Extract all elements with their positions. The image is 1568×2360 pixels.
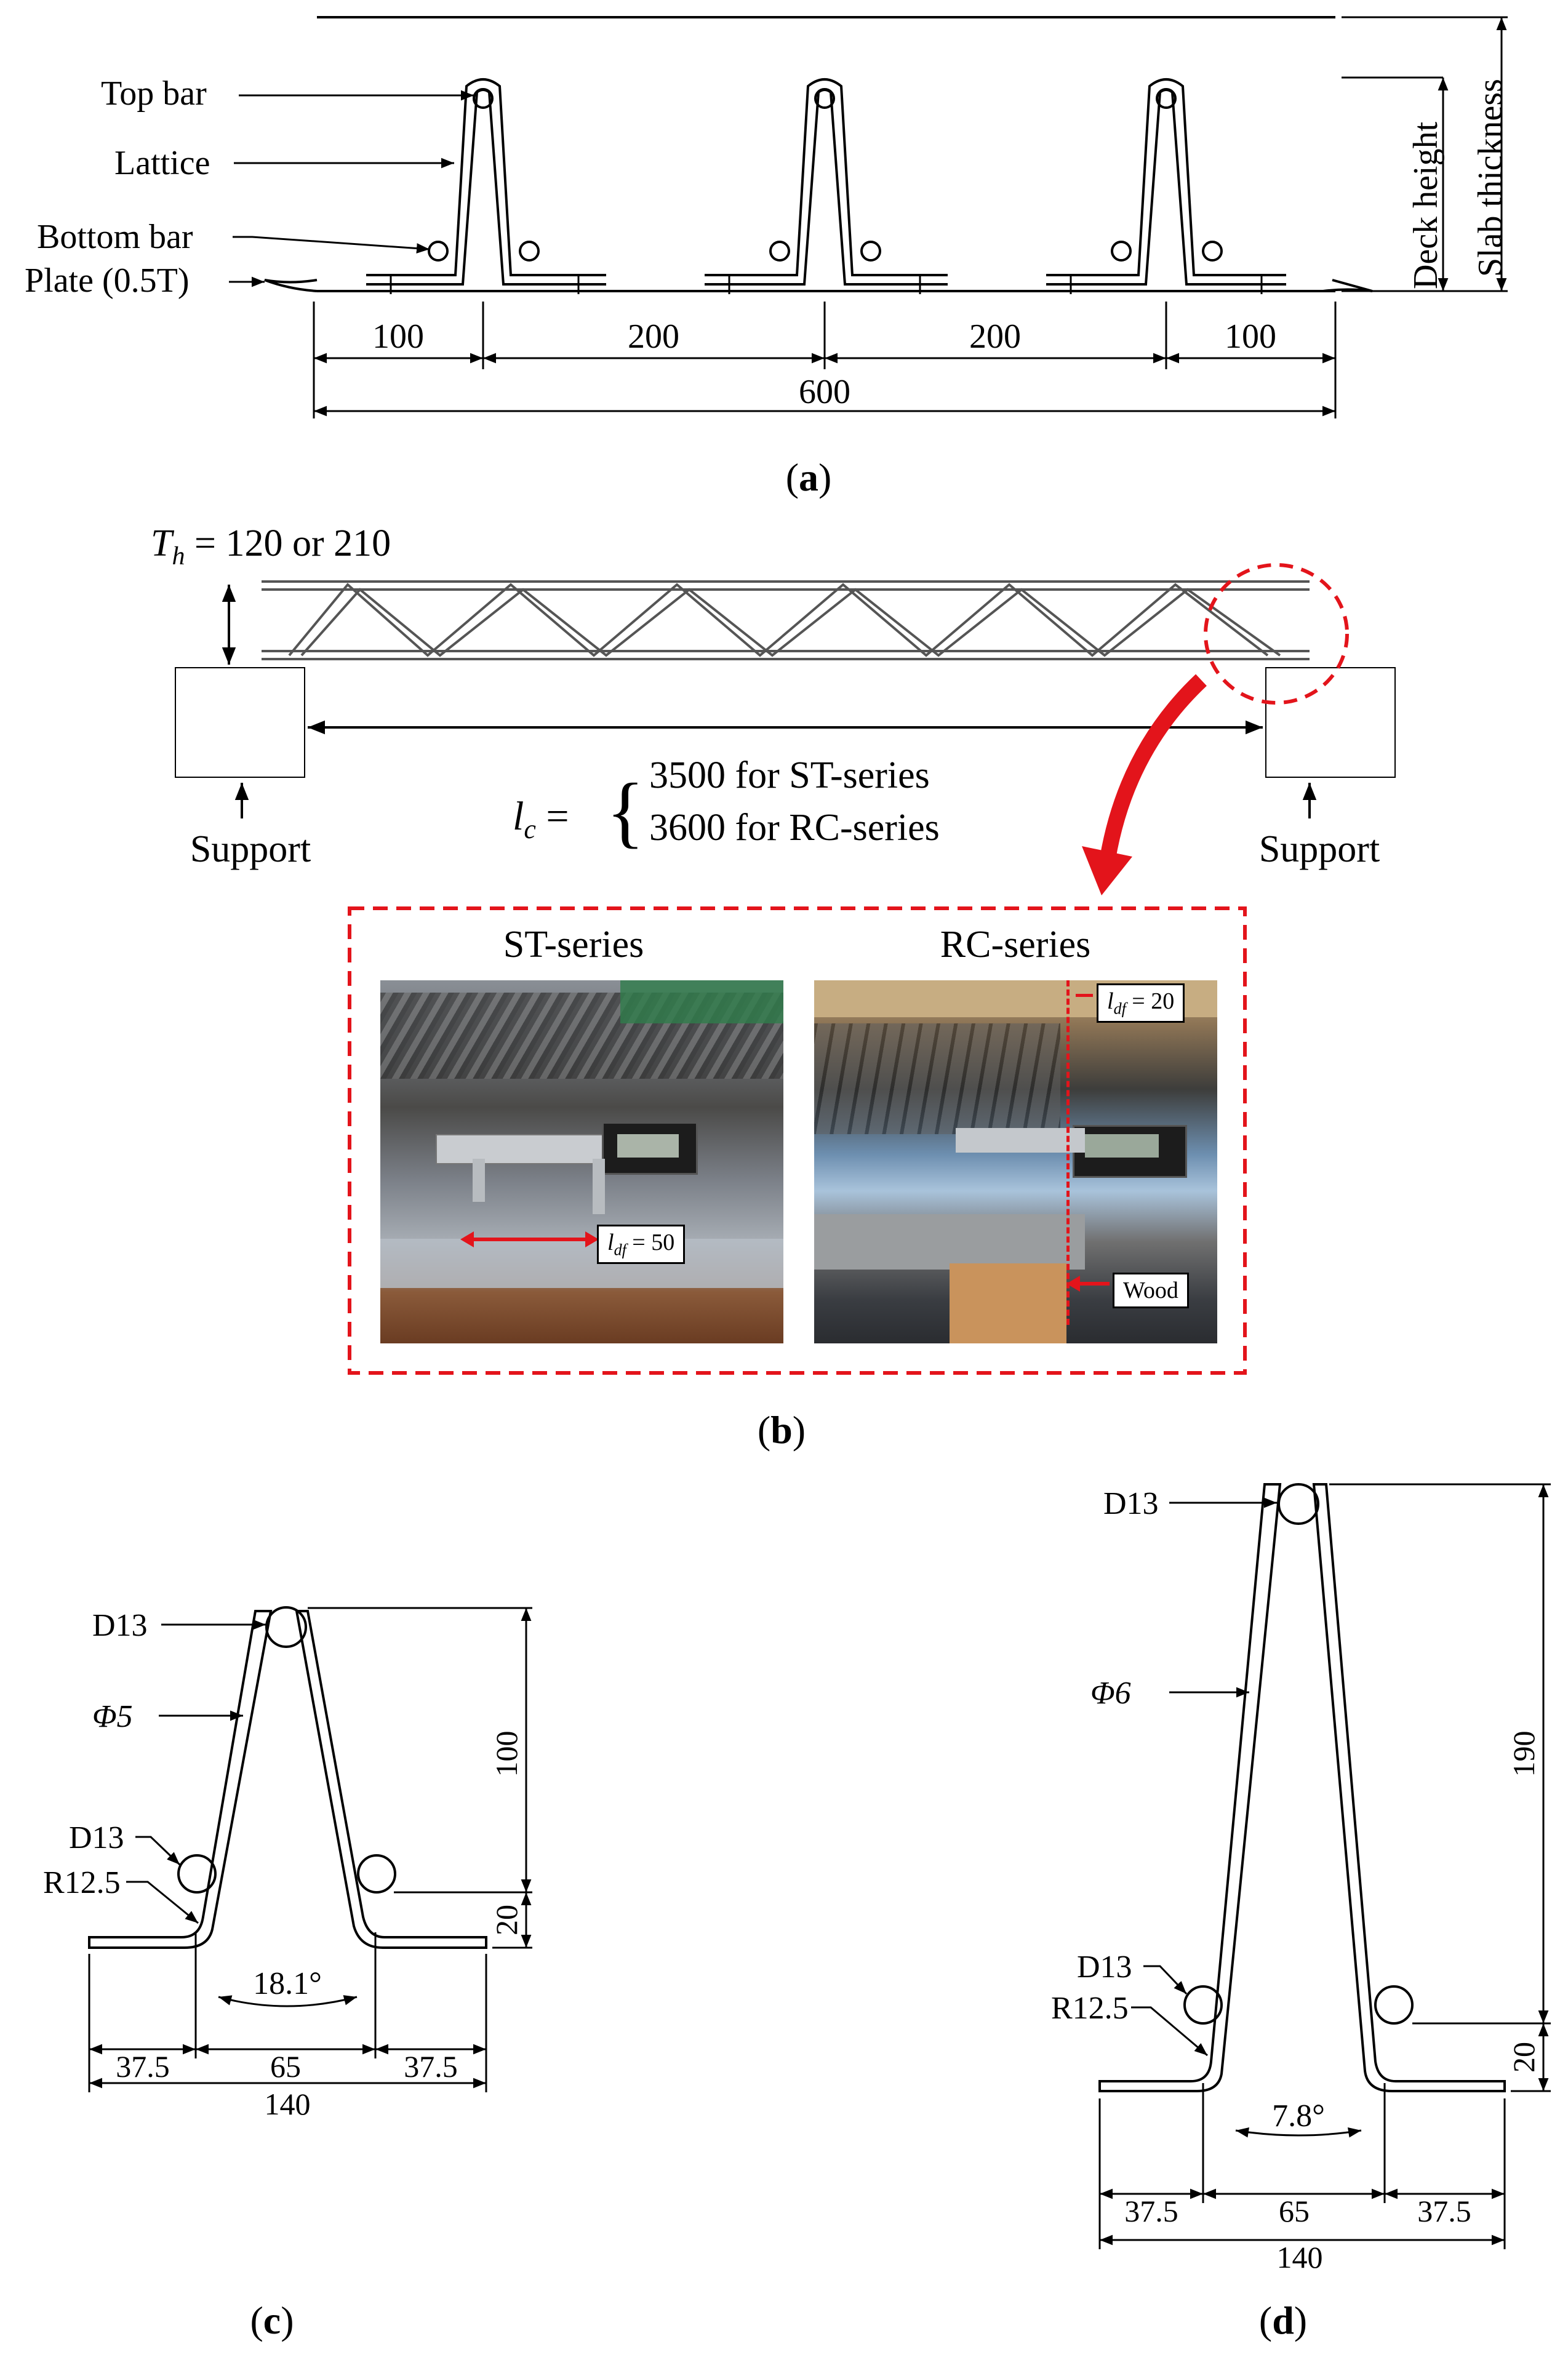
caption-c: (c) — [250, 2298, 294, 2342]
dim-d-height: 190 — [1506, 1731, 1541, 1777]
caption-d: (d) — [1259, 2298, 1307, 2342]
label-c-radius: R12.5 — [43, 1865, 121, 1900]
lc-brace: { — [606, 767, 644, 856]
plate-right-hook — [1322, 279, 1373, 292]
label-lattice: Lattice — [114, 144, 210, 182]
detail-circle — [1204, 563, 1349, 705]
label-th: Th = 120 or 210 — [151, 522, 391, 570]
dim-a-4: 100 — [1225, 318, 1276, 356]
bottom-bar-right — [357, 1854, 396, 1894]
dim-c-1: 37.5 — [116, 2049, 170, 2084]
detail-arrow — [1100, 674, 1207, 860]
dim-a-total: 600 — [799, 373, 850, 411]
dim-d-3: 37.5 — [1417, 2194, 1471, 2228]
label-d-top-bar: D13 — [1103, 1486, 1159, 1521]
panel-b: Support Support Th = 120 or 210 lc = { 3… — [151, 522, 1396, 1452]
label-d-bottom-bar: D13 — [1077, 1950, 1132, 1985]
label-c-bottom-bar: D13 — [69, 1820, 124, 1855]
dim-a-3: 200 — [969, 318, 1021, 356]
label-c-lattice: Φ5 — [92, 1699, 133, 1734]
bottom-bar-circle — [519, 241, 540, 262]
label-support-left: Support — [190, 828, 311, 870]
ldf-rc-tag: ldf = 20 — [1097, 983, 1185, 1023]
truss-unit-2 — [705, 78, 948, 294]
lattice-left-leg — [88, 1610, 273, 1949]
lc-line-1: 3500 for ST-series — [649, 754, 930, 796]
dim-d-base: 20 — [1506, 2042, 1541, 2073]
bottom-bar-left-d — [1183, 1985, 1223, 2025]
truss-web — [288, 583, 1269, 657]
lc-line-2: 3600 for RC-series — [649, 807, 940, 849]
dim-c-3: 37.5 — [404, 2049, 458, 2084]
angle-arc-d — [1235, 2127, 1362, 2138]
label-lc: lc = — [513, 794, 569, 844]
label-d-radius: R12.5 — [1051, 1991, 1129, 2026]
ldf-st-tag: ldf = 50 — [597, 1225, 686, 1264]
top-bar-d13 — [265, 1606, 307, 1648]
dim-d-1: 37.5 — [1124, 2194, 1178, 2228]
panel-a: Top bar Lattice Bottom bar Plate (0.5T) … — [25, 16, 1510, 499]
bottom-bar-leader — [233, 236, 430, 254]
support-left — [175, 667, 305, 778]
photo-rc-title: RC-series — [940, 924, 1091, 966]
caption-a: (a) — [786, 455, 832, 499]
dim-c-height: 100 — [489, 1731, 524, 1777]
label-deck-height: Deck height — [1407, 121, 1445, 289]
dim-c-2: 65 — [270, 2049, 301, 2084]
lattice-right-leg — [295, 1610, 487, 1949]
photo-frame — [348, 906, 1247, 1375]
label-c-top-bar: D13 — [92, 1608, 148, 1643]
angle-arc-c — [218, 1995, 358, 2007]
label-plate: Plate (0.5T) — [25, 262, 189, 300]
label-support-right: Support — [1259, 828, 1380, 870]
panel-d: 190 20 D13 Φ6 D13 R12.5 7.8° 37.5 65 37.… — [1051, 1483, 1551, 2342]
bottom-bar-right-d — [1374, 1985, 1414, 2025]
angle-d: 7.8° — [1272, 2098, 1325, 2134]
label-slab-thickness: Slab thickness — [1471, 79, 1510, 277]
dim-c-base: 20 — [489, 1905, 524, 1935]
truss-unit-3 — [1046, 78, 1286, 294]
caption-b: (b) — [758, 1408, 806, 1452]
dim-d-total: 140 — [1277, 2240, 1323, 2274]
truss-unit-1 — [366, 78, 606, 294]
label-d-lattice: Φ6 — [1090, 1676, 1131, 1711]
photo-st-series — [380, 980, 783, 1343]
plate-left-hook — [264, 279, 318, 292]
bottom-bar-left — [177, 1854, 217, 1894]
dim-a-1: 100 — [372, 318, 424, 356]
angle-c: 18.1° — [253, 1966, 322, 2001]
panel-c: 100 20 D13 Φ5 D13 R12.5 18.1° 37.5 65 37… — [43, 1606, 532, 2342]
dim-c-total: 140 — [265, 2087, 311, 2121]
lattice-right-leg-d — [1312, 1483, 1506, 2092]
bottom-bar-circle — [428, 241, 449, 262]
photo-st-title: ST-series — [503, 924, 644, 966]
label-bottom-bar: Bottom bar — [37, 218, 193, 256]
dim-a-2: 200 — [628, 318, 679, 356]
dim-d-2: 65 — [1279, 2194, 1310, 2228]
top-bar-circle — [473, 88, 494, 109]
support-right — [1265, 667, 1396, 778]
label-top-bar: Top bar — [101, 74, 207, 113]
top-bar-d13-d — [1278, 1483, 1319, 1525]
wood-tag: Wood — [1113, 1273, 1189, 1308]
